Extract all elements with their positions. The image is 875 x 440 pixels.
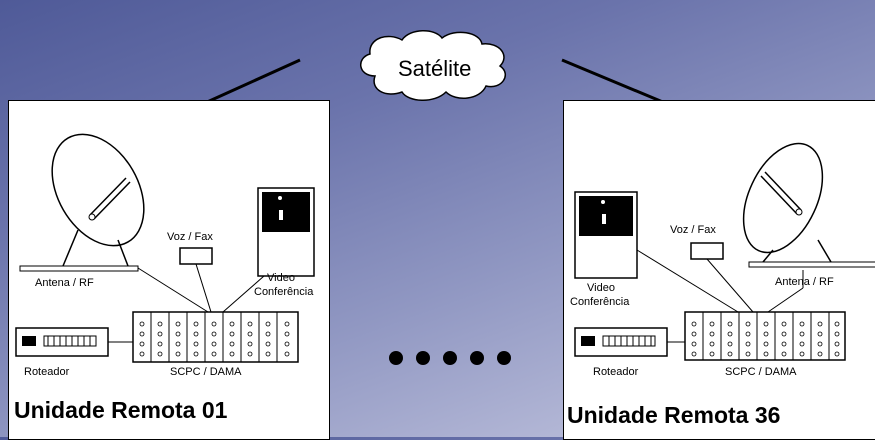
right-voice-fax-label: Voz / Fax (670, 224, 716, 236)
video-conference-icon (574, 191, 638, 279)
video-conference-icon (257, 187, 315, 277)
left-scpc-label: SCPC / DAMA (170, 366, 242, 378)
left-router-label: Roteador (24, 366, 70, 378)
scpc-dama-rack-icon (684, 311, 846, 361)
left-antenna-label: Antena / RF (35, 277, 94, 289)
voice-fax-icon (179, 247, 213, 265)
satellite-dish-icon (742, 142, 875, 268)
left-video-label-line2: Conferência (254, 286, 314, 298)
left-video-label-line1: Video (267, 272, 295, 284)
satellite-label: Satélite (398, 56, 472, 81)
left-unit-title: Unidade Remota 01 (14, 397, 228, 423)
router-icon (15, 327, 109, 357)
right-scpc-label: SCPC / DAMA (725, 366, 797, 378)
right-video-label-line2: Conferência (570, 296, 630, 308)
voice-fax-icon (690, 242, 724, 260)
more-units-ellipsis-icon (389, 351, 511, 365)
router-icon (574, 327, 668, 357)
right-antenna-label: Antena / RF (775, 276, 834, 288)
satellite-dish-icon (19, 133, 145, 272)
right-router-label: Roteador (593, 366, 639, 378)
satellite-cloud-icon (360, 30, 506, 101)
right-unit-diagram (574, 142, 875, 361)
scpc-dama-rack-icon (132, 311, 299, 363)
left-unit-diagram (15, 133, 315, 363)
right-unit-title: Unidade Remota 36 (567, 402, 781, 428)
right-video-label-line1: Video (587, 282, 615, 294)
left-voice-fax-label: Voz / Fax (167, 231, 213, 243)
